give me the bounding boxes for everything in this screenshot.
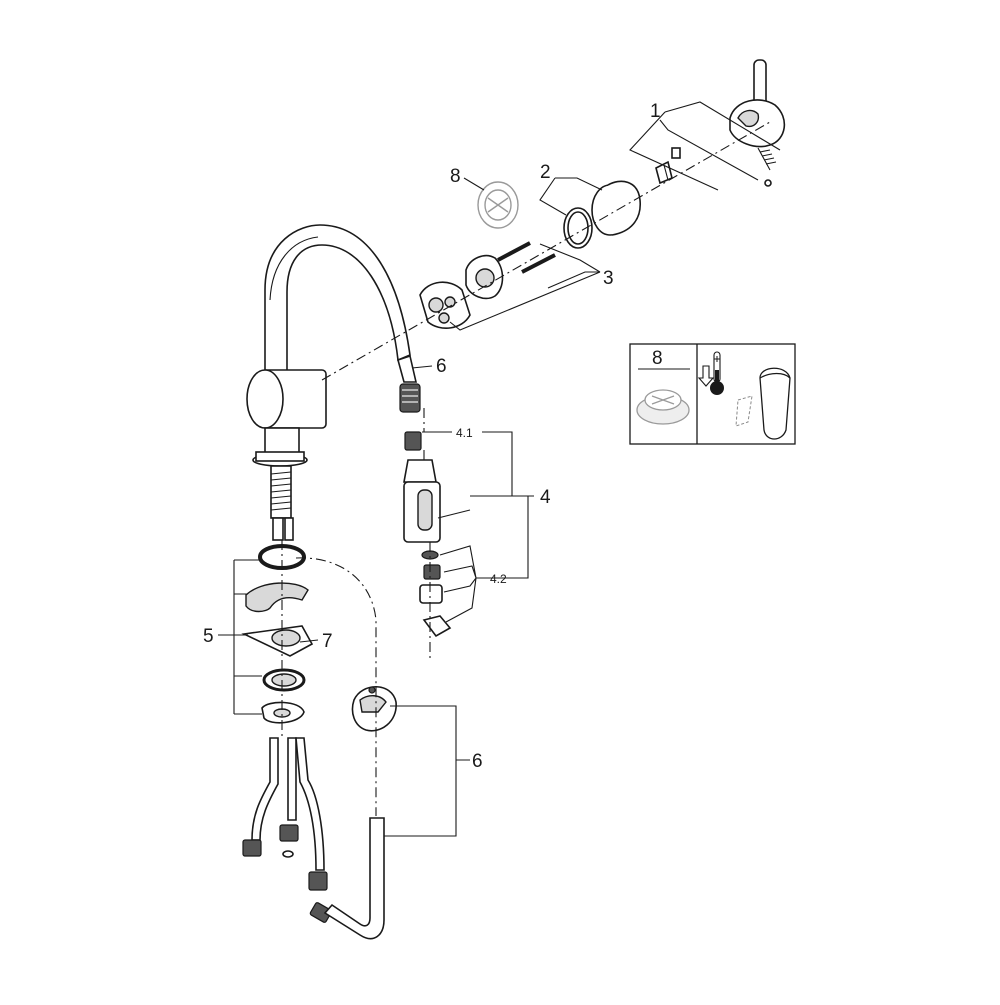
- part-4-spray-head: [403, 431, 452, 638]
- thermometer-cold-icon: [710, 351, 724, 395]
- supply-hoses: [242, 737, 385, 940]
- part-1-lever-handle: [655, 59, 786, 187]
- part-8-diverter: [477, 181, 519, 229]
- label-part-6-hose: 6: [436, 356, 447, 377]
- part-6-hose-weight: [351, 686, 397, 732]
- label-part-6-weight: 6: [472, 751, 483, 772]
- inset-panel: 8: [629, 343, 796, 445]
- leader-lines: [218, 101, 781, 837]
- label-part-2: 2: [540, 162, 551, 183]
- pull-out-hose: [397, 354, 421, 413]
- label-part-5: 5: [203, 626, 214, 647]
- faucet-body: [246, 369, 327, 541]
- part-2-sleeve: [563, 180, 641, 249]
- label-part-3: 3: [603, 268, 614, 289]
- assembly-axis-lines: [281, 121, 771, 816]
- label-part-4-1: 4.1: [456, 426, 473, 440]
- label-part-7: 7: [322, 631, 333, 652]
- label-part-8: 8: [450, 166, 461, 187]
- label-part-1: 1: [650, 101, 661, 122]
- part-labels: 1 2 3 4 4.1 4.2 5 6 6 7 8: [203, 101, 661, 772]
- faucet-spout: [264, 224, 411, 386]
- label-part-4: 4: [540, 487, 551, 508]
- inset-diverter-image: [636, 389, 690, 425]
- inset-part-label: 8: [652, 348, 663, 369]
- lever-position-icon: [735, 367, 791, 440]
- part-5-mounting-kit: [241, 544, 314, 724]
- part-3-cartridge: [419, 241, 556, 329]
- label-part-4-2: 4.2: [490, 572, 507, 586]
- arrow-down-icon: [697, 365, 715, 387]
